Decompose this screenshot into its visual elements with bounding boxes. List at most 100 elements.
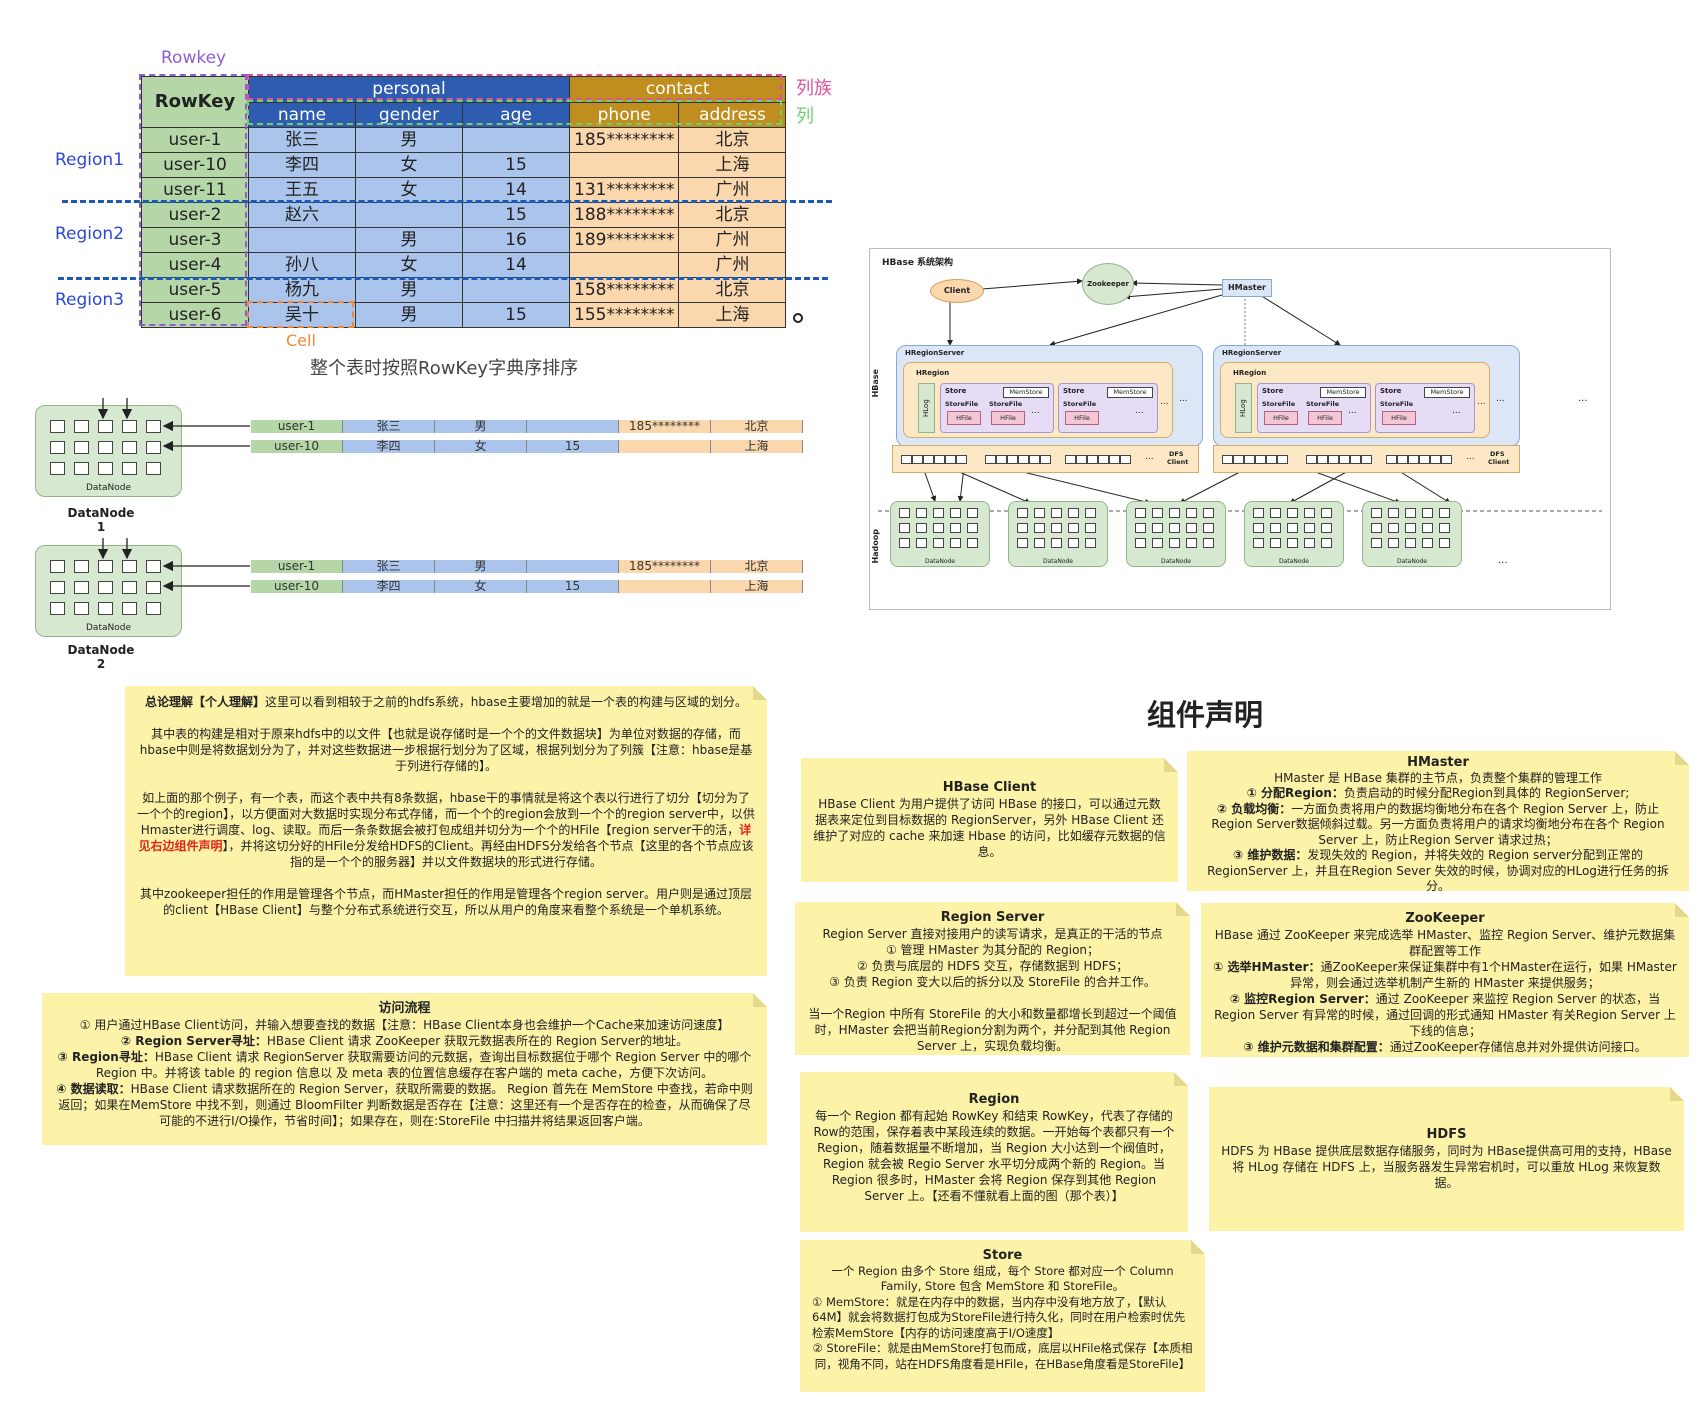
strip-cell-address: 北京 [711, 560, 803, 573]
cell-address: 北京 [678, 127, 787, 153]
strip-cell-gender: 女 [435, 580, 527, 593]
block-square [146, 462, 161, 475]
block-square [1304, 523, 1315, 533]
block-square [1017, 538, 1028, 548]
strip-cell-name: 李四 [343, 440, 435, 453]
block-square [1203, 508, 1214, 518]
store-label: Store [1063, 387, 1085, 395]
block-square [933, 523, 944, 533]
region-server-label: HRegionServer [1222, 349, 1282, 357]
block-square [1253, 538, 1264, 548]
cell-age: 14 [462, 177, 570, 203]
block-square [1017, 523, 1028, 533]
dfs-block [934, 455, 945, 464]
dfs-block [923, 455, 934, 464]
hmaster-node: HMaster [1222, 279, 1272, 297]
block-square [1287, 523, 1298, 533]
block-square [1371, 523, 1382, 533]
storefile-label: StoreFile [945, 400, 979, 408]
region-label-1: Region1 [55, 150, 125, 170]
datanode-more-ellipsis: ... [1498, 555, 1508, 566]
datanode-2-inner-label: DataNode [86, 623, 131, 633]
cell-gender: 男 [355, 302, 463, 328]
block-square [98, 420, 113, 433]
note-fold [1191, 1240, 1205, 1254]
cell-age: 14 [462, 252, 570, 278]
block-square [146, 441, 161, 454]
dfs-block [901, 455, 912, 464]
dfs-block [1087, 455, 1098, 464]
component-heading: 组件声明 [1146, 698, 1263, 732]
dfs-block [1397, 455, 1408, 464]
block-square [122, 602, 137, 615]
dfs-block [1350, 455, 1361, 464]
hdfs-note: HDFS HDFS 为 HBase 提供底层数据存储服务，同时为 HBase提供… [1209, 1087, 1684, 1231]
block-square [50, 462, 65, 475]
block-square [1085, 538, 1096, 548]
strip-cell-key: user-10 [251, 440, 343, 453]
architecture-title: HBase 系统架构 [882, 258, 954, 268]
block-square [1439, 508, 1450, 518]
block-square [1034, 523, 1045, 533]
block-square [967, 538, 978, 548]
strip-cell-phone [619, 580, 711, 593]
block-square [1152, 508, 1163, 518]
dfs-block [1430, 455, 1441, 464]
cell-gender: 男 [355, 227, 463, 253]
zookeeper-note: ZooKeeper HBase 通过 ZooKeeper 来完成选举 HMast… [1201, 903, 1689, 1057]
hfile: HFile [1264, 411, 1298, 425]
block-square [146, 420, 161, 433]
arch-datanode: DataNode [1362, 501, 1462, 567]
block-square [50, 602, 65, 615]
strip-cell-age: 15 [527, 580, 619, 593]
block-square [122, 420, 137, 433]
cell-address: 广州 [678, 227, 787, 253]
store-ellipsis: ... [1135, 406, 1144, 416]
note-fold [753, 686, 767, 700]
strip-cell-name: 张三 [343, 420, 435, 433]
cell-address: 北京 [678, 277, 787, 303]
block-square [1270, 523, 1281, 533]
block-square [1068, 538, 1079, 548]
block-square [1169, 523, 1180, 533]
dfs-block [1222, 455, 1233, 464]
block-square [146, 581, 161, 594]
column-outline [247, 100, 782, 125]
store-ellipsis: ... [1031, 406, 1040, 416]
cell-name: 杨九 [248, 277, 356, 303]
dfs-block [1040, 455, 1051, 464]
cell-name: 孙八 [248, 252, 356, 278]
hmaster-note: HMaster HMaster 是 HBase 集群的主节点，负责整个集群的管理… [1187, 751, 1689, 891]
hregion-ellipsis: ... [1477, 397, 1486, 407]
dfs-block [1007, 455, 1018, 464]
cell-phone [568, 152, 680, 178]
block-square [50, 441, 65, 454]
block-square [50, 560, 65, 573]
block-square [74, 420, 89, 433]
region-note: Region 每一个 Region 都有起始 RowKey 和结束 RowKey… [800, 1072, 1188, 1232]
cell-gender: 女 [355, 152, 463, 178]
arch-datanode: DataNode [1126, 501, 1226, 567]
block-square [146, 560, 161, 573]
store-label: Store [1262, 387, 1284, 395]
block-square [950, 523, 961, 533]
block-square [1135, 538, 1146, 548]
datanode-arrows [97, 398, 250, 592]
hfile: HFile [947, 411, 981, 425]
block-square [1422, 538, 1433, 548]
note-fold [1164, 758, 1178, 772]
dfs-block [956, 455, 967, 464]
table-caption: 整个表时按照RowKey字典序排序 [310, 358, 579, 379]
column-family-outline [247, 74, 782, 100]
strip-cell-key: user-1 [251, 420, 343, 433]
block-square [1186, 538, 1197, 548]
block-square [1085, 523, 1096, 533]
